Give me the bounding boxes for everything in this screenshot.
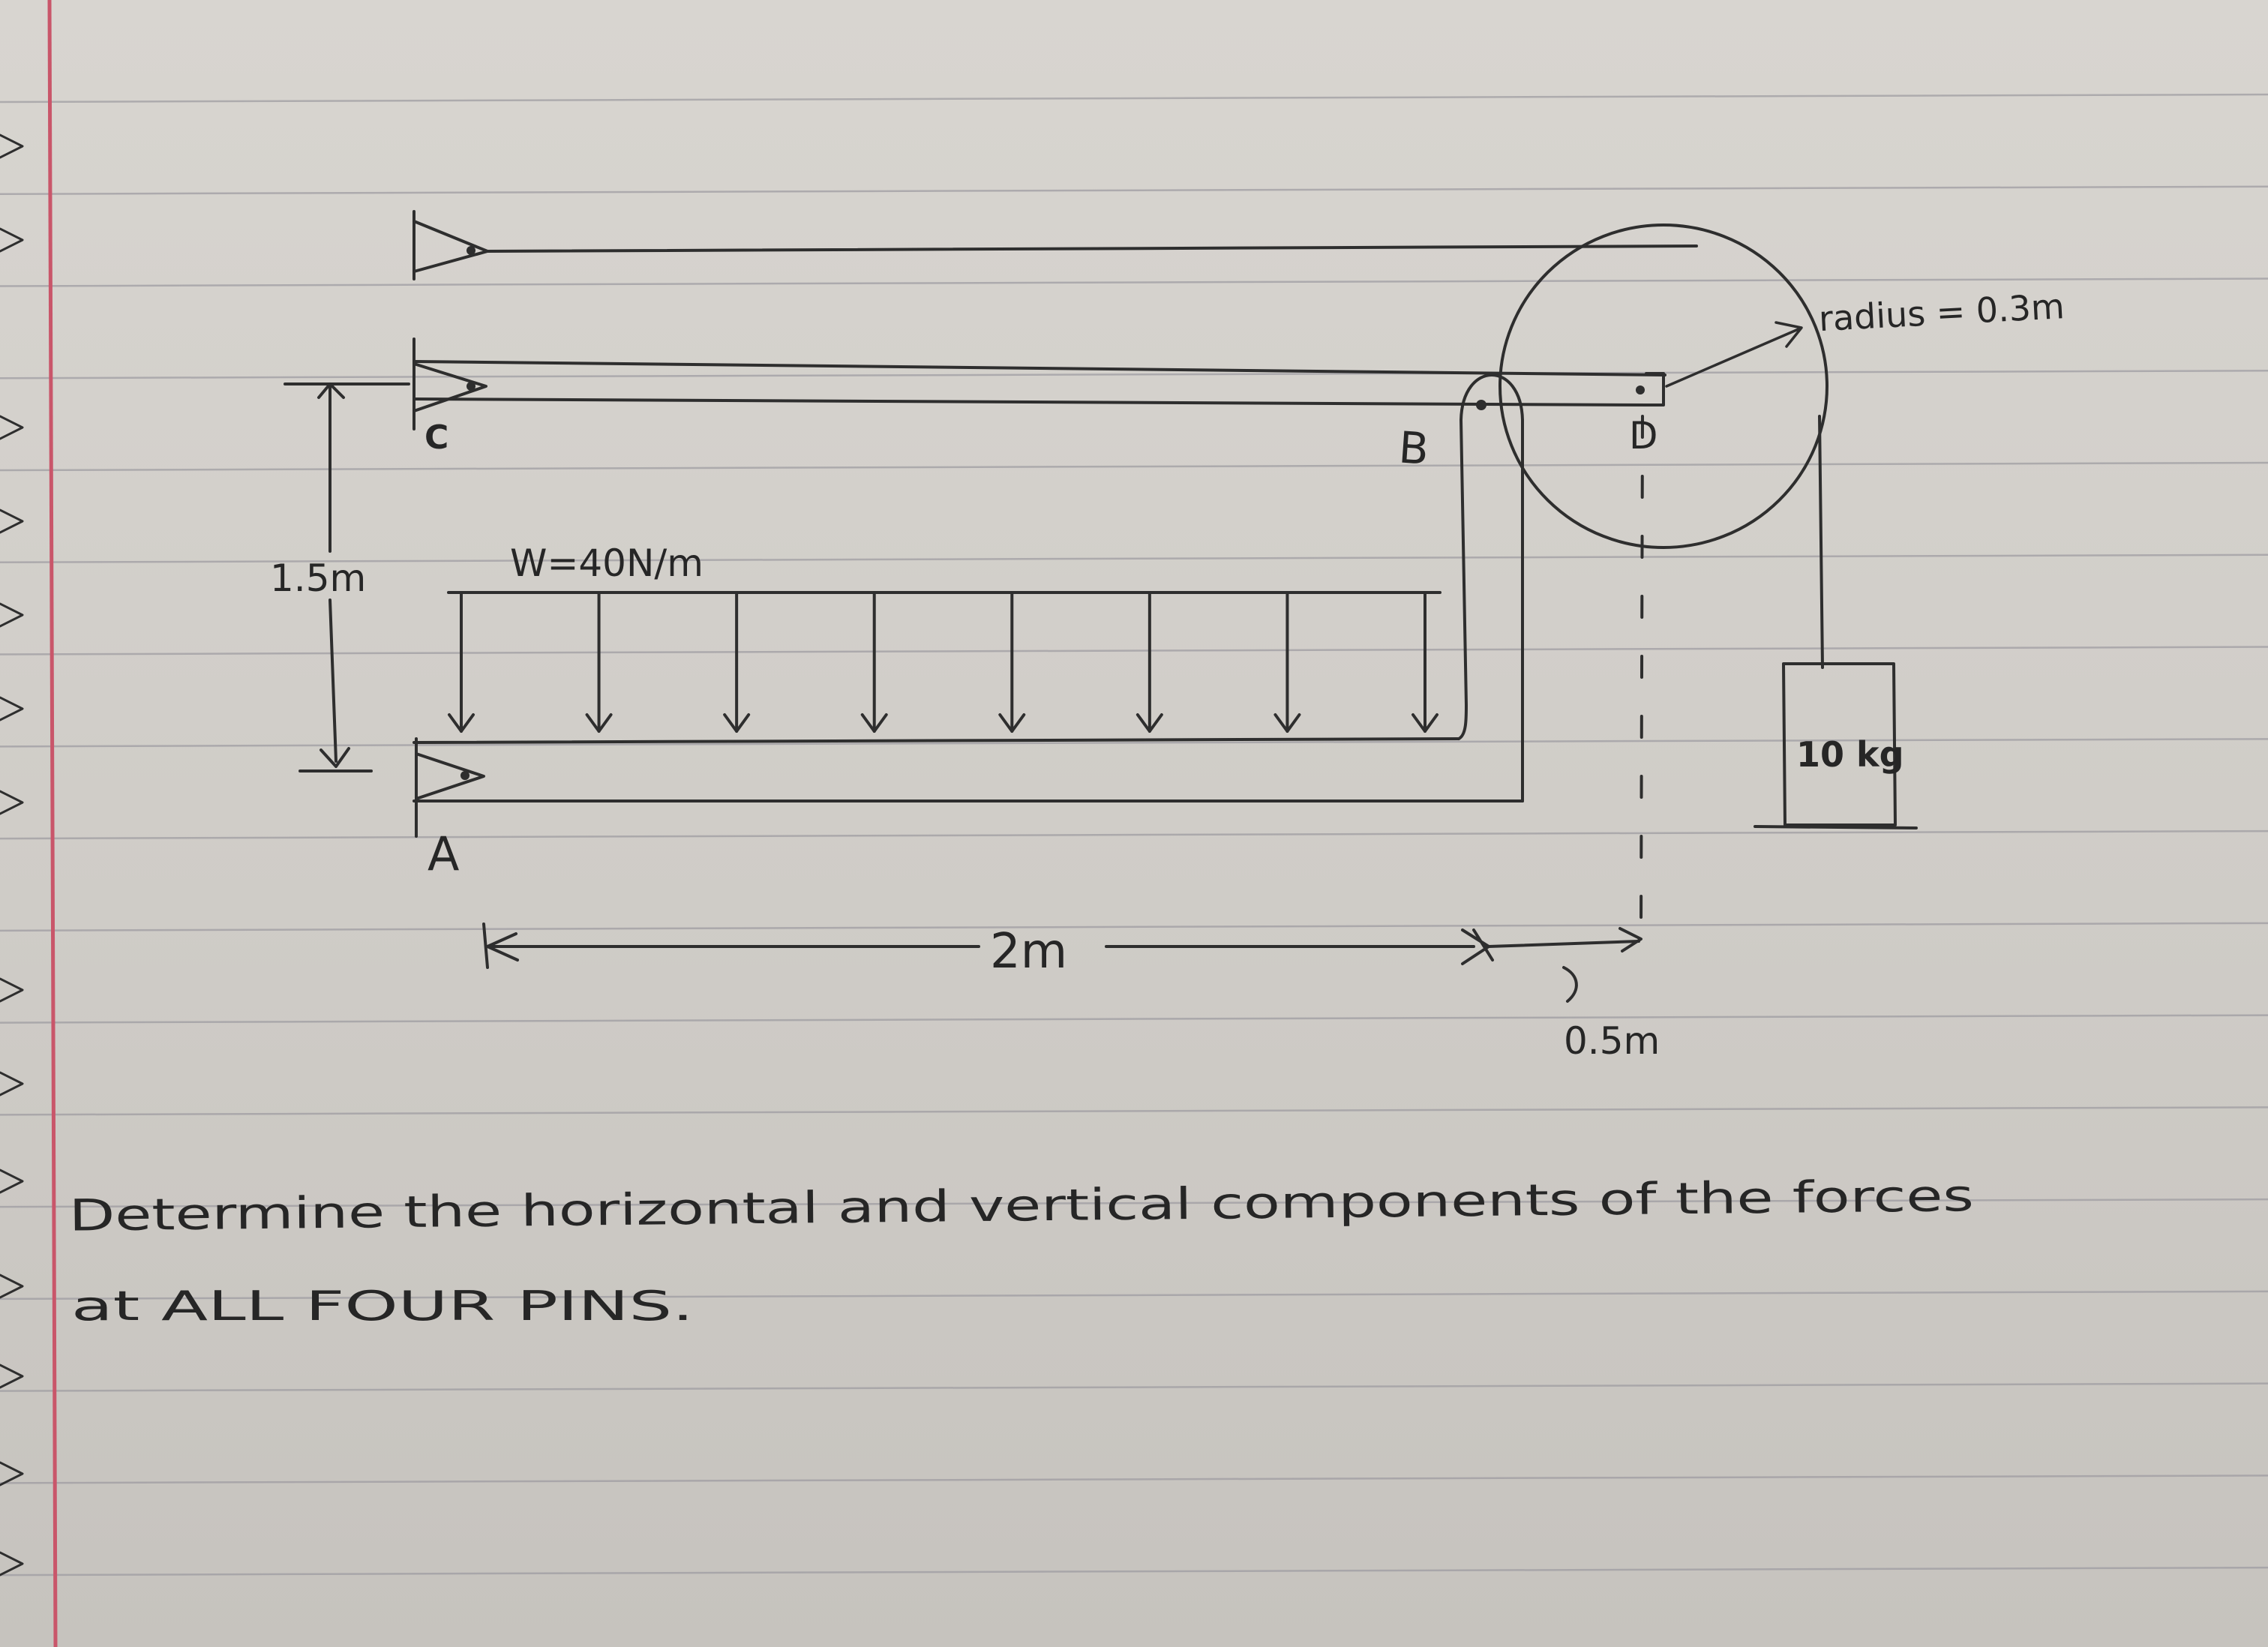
rule-line [0, 738, 2268, 748]
edge-marks [0, 134, 24, 1576]
pin-c-label: C [424, 418, 448, 457]
load-arrow [448, 592, 475, 733]
pin-d-marker [1636, 386, 1645, 394]
radius-label: radius = 0.3m [1818, 286, 2066, 339]
pin-c-support [412, 338, 488, 430]
load-label: W=40N/m [510, 542, 704, 585]
height-dimension [284, 382, 410, 772]
pulley [1498, 224, 1828, 549]
load-arrow [723, 592, 751, 733]
rule-line [0, 1382, 2268, 1392]
radius-arrow [1665, 321, 1803, 388]
rule-line [0, 93, 2268, 104]
offset-dimension-label: 0.5m [1564, 1019, 1660, 1063]
mass-block [1754, 662, 1918, 830]
top-support [412, 210, 489, 280]
rule-line [0, 1106, 2268, 1116]
height-dimension-label: 1.5m [270, 556, 366, 600]
load-arrow [998, 592, 1026, 733]
rule-line [0, 554, 2268, 564]
d-centerline [1640, 415, 1644, 935]
member-cd [412, 360, 1666, 406]
rule-line [0, 278, 2268, 287]
ruled-lines [0, 93, 2268, 1576]
rule-line [0, 830, 2268, 840]
rule-line [0, 185, 2268, 196]
rule-line [0, 1474, 2268, 1484]
rule-line [0, 1014, 2268, 1024]
span-dimension-label: 2m [990, 924, 1067, 980]
pin-a-support [415, 737, 485, 838]
load-arrow [860, 592, 888, 733]
rule-line [0, 922, 2268, 932]
question-line-1: Determine the horizontal and vertical co… [69, 1170, 1975, 1241]
hanging-rope [1818, 415, 1824, 669]
pin-d-label: D [1629, 414, 1658, 458]
mass-label: 10 kg [1796, 734, 1904, 775]
member-ab [412, 374, 1524, 802]
top-cable [486, 244, 1698, 253]
question-line-2: at ALL FOUR PINS. [71, 1282, 694, 1330]
load-arrows [448, 592, 1438, 733]
rule-line [0, 461, 2268, 472]
pin-a-label: A [428, 826, 459, 881]
load-arrow [1274, 592, 1301, 733]
margin-line [47, 0, 58, 1647]
rule-line [0, 370, 2268, 380]
pin-b-label: B [1397, 422, 1430, 475]
rule-line [0, 1566, 2268, 1576]
span-dimension [482, 922, 1642, 1003]
rule-line [0, 1198, 2268, 1208]
load-arrow [585, 592, 613, 733]
load-arrow [1412, 592, 1438, 733]
rule-line [0, 1290, 2268, 1300]
pin-b-marker [1476, 400, 1486, 410]
rule-line [0, 646, 2268, 656]
load-arrow [1136, 592, 1163, 733]
